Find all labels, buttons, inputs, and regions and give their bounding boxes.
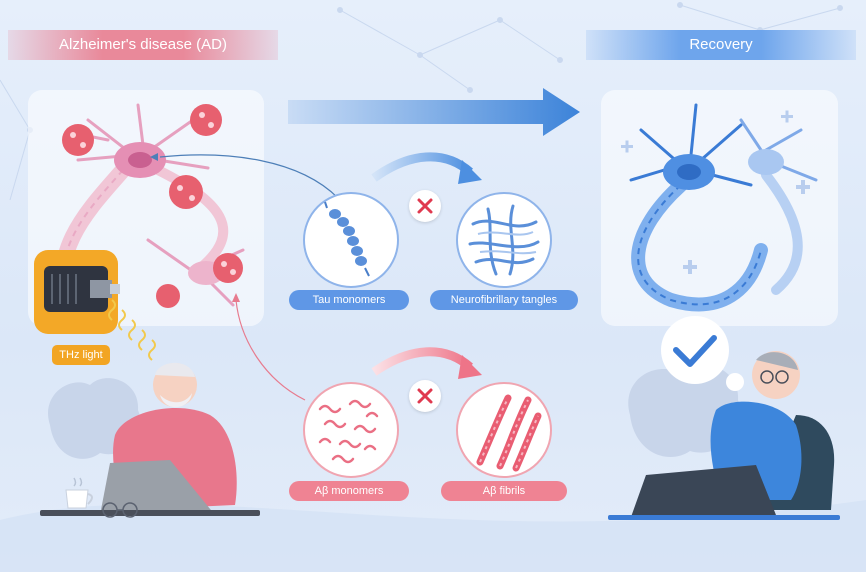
- check-bubble: [661, 316, 744, 391]
- recovery-banner: Recovery: [586, 30, 856, 60]
- thz-device-icon: [34, 250, 120, 334]
- abeta-monomers-illustration: [318, 399, 379, 464]
- tau-monomer-chain: [324, 201, 370, 277]
- abeta-fibrils-label: Aβ fibrils: [441, 481, 567, 501]
- x-mark-icon-glyph: [417, 198, 433, 214]
- coffee-cup-icon: [65, 477, 93, 509]
- tangles-illustration: [468, 204, 540, 276]
- abeta-monomers-label: Aβ monomers: [289, 481, 409, 501]
- x-mark-icon-glyph: [417, 388, 433, 404]
- happy-patient-illustration: [608, 351, 840, 520]
- abeta-fibrils-illustration: [476, 394, 542, 472]
- ad-banner: Alzheimer's disease (AD): [8, 30, 278, 60]
- thz-beam: [108, 299, 156, 361]
- thz-light-label: THz light: [52, 345, 110, 365]
- sad-patient-illustration: [40, 362, 260, 516]
- tau-monomers-label: Tau monomers: [289, 290, 409, 310]
- progress-arrow-icon: [288, 88, 580, 136]
- neurofibrillary-tangles-label: Neurofibrillary tangles: [430, 290, 578, 310]
- neurofibrillary-tangles-circle: [456, 192, 552, 288]
- check-mark-icon: [673, 335, 717, 367]
- healthy-neuron-illustration: [621, 103, 818, 312]
- glasses-icon: [102, 502, 138, 518]
